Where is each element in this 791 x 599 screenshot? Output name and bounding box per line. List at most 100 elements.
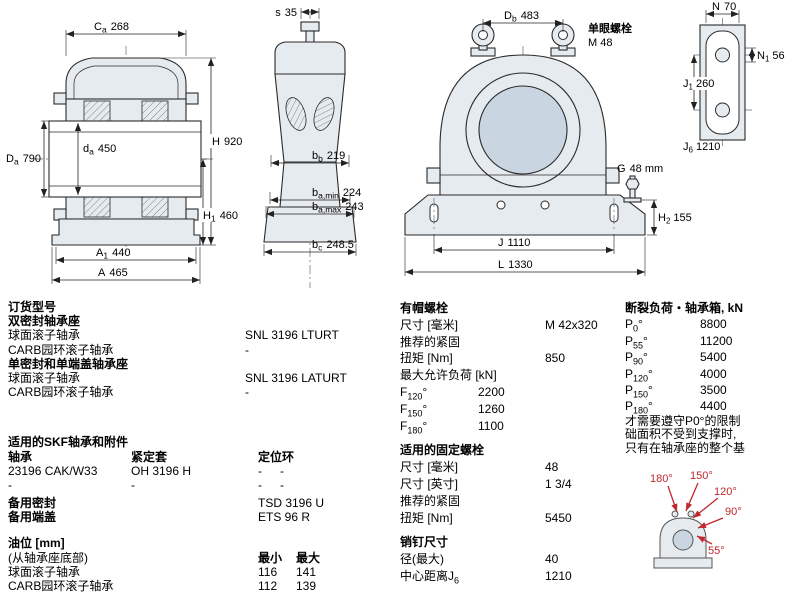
designation: - xyxy=(245,385,249,400)
load-row: P180°4400 xyxy=(625,399,727,416)
tighten-label: 推荐的紧固 xyxy=(400,493,461,508)
bolts-column: 有帽螺栓 尺寸 [毫米]M 42x320 推荐的紧固 扭矩 [Nm]850 最大… xyxy=(400,300,620,585)
load-row: F150°1260 xyxy=(400,401,505,419)
row-label: CARB园环滚子轴承 xyxy=(8,342,114,357)
bearings-header-row: 轴承紧定套定位环 xyxy=(8,450,396,464)
oil-level-title: 油位 [mm] xyxy=(8,536,65,551)
breaking-loads-title: 断裂负荷・轴承箱, kN xyxy=(625,301,744,315)
oil-level-header-row: (从轴承座底部)最小最大 xyxy=(8,551,396,565)
bearing-section xyxy=(83,196,111,218)
col-header: 紧定套 xyxy=(131,449,168,464)
max-header: 最大 xyxy=(296,550,321,565)
split-lug xyxy=(185,208,199,221)
housing-base xyxy=(404,194,646,236)
bearing-section xyxy=(83,100,111,122)
housing-cap xyxy=(65,57,187,100)
ordering-row: 球面滚子轴承 SNL 3196 LTURT xyxy=(8,328,396,342)
bearings-title: 适用的SKF轴承和附件 xyxy=(8,435,129,450)
angle-label-180: 180° xyxy=(650,473,673,485)
mini-housing-base xyxy=(653,557,713,569)
eyebolt-label: 单眼螺栓 xyxy=(588,21,632,35)
max-load-label: 最大允许负荷 [kN] xyxy=(400,368,497,383)
col-header: 定位环 xyxy=(258,449,295,464)
pins-title: 销钉尺寸 xyxy=(400,535,449,550)
angle-label-55: 55° xyxy=(708,545,725,557)
row-label: 球面滚子轴承 xyxy=(8,328,81,343)
size-mm-row: 尺寸 [毫米]48 xyxy=(400,460,559,475)
row-label: CARB园环滚子轴承 xyxy=(8,385,114,400)
housing-base xyxy=(51,218,201,246)
cap-bolts-title: 有帽螺栓 xyxy=(400,301,449,315)
load-arrow-150 xyxy=(685,482,699,512)
load-row: F120°2200 xyxy=(400,384,505,402)
cap-bolt-head xyxy=(300,21,320,32)
designation: SNL 3196 LTURT xyxy=(245,328,339,343)
load-row: P120°4000 xyxy=(625,366,727,383)
pin-dia-row: 径(最大)40 xyxy=(400,552,559,567)
single-seal-heading: 单密封和单端盖轴承座 xyxy=(8,356,129,371)
mini-housing-bore xyxy=(672,529,694,551)
split-lug xyxy=(605,167,620,184)
shaft-bore-circle xyxy=(478,85,568,175)
size-in-row: 尺寸 [英寸]1 3/4 xyxy=(400,476,572,491)
base-section xyxy=(263,206,357,243)
double-seal-heading: 双密封轴承座 xyxy=(8,314,81,329)
upper-body-section xyxy=(274,73,346,163)
split-lug xyxy=(185,92,199,105)
bearing-section xyxy=(141,100,169,122)
load-row: P90°5400 xyxy=(625,350,727,367)
attachment-bolt-washer xyxy=(623,197,642,203)
designation: SNL 3196 LATURT xyxy=(245,370,347,385)
load-row: F180°1100 xyxy=(400,418,504,435)
row-label: 球面滚子轴承 xyxy=(8,370,81,385)
bolt-hole xyxy=(715,102,730,118)
size-row: 尺寸 [毫米]M 42x320 xyxy=(400,317,598,332)
attachment-bolt-nut xyxy=(625,178,640,190)
load-direction-diagram: 180° 150° 120° 90° 55° xyxy=(650,470,742,569)
ordering-row: CARB园环滚子轴承- xyxy=(8,343,396,357)
load-arrow-90 xyxy=(697,517,724,529)
load-row: P0°8800 xyxy=(625,317,727,334)
ordering-row: 球面滚子轴承 SNL 3196 LATURT xyxy=(8,371,396,385)
torque-row: 扭矩 [Nm]5450 xyxy=(400,510,572,525)
mini-eyebolt xyxy=(687,510,695,518)
oil-level-subtitle: (从轴承座底部) xyxy=(8,550,88,565)
roller-section xyxy=(313,97,335,131)
torque-row: 扭矩 [Nm]850 xyxy=(400,351,566,366)
dowel-hole xyxy=(540,200,550,210)
shaft xyxy=(48,120,202,198)
angle-label-120: 120° xyxy=(714,486,737,498)
attachment-bolts-title: 适用的固定螺栓 xyxy=(400,443,485,458)
angle-label-150: 150° xyxy=(690,470,713,482)
dowel-hole xyxy=(496,200,506,210)
split-lug xyxy=(426,167,441,184)
roller-section xyxy=(285,97,307,131)
